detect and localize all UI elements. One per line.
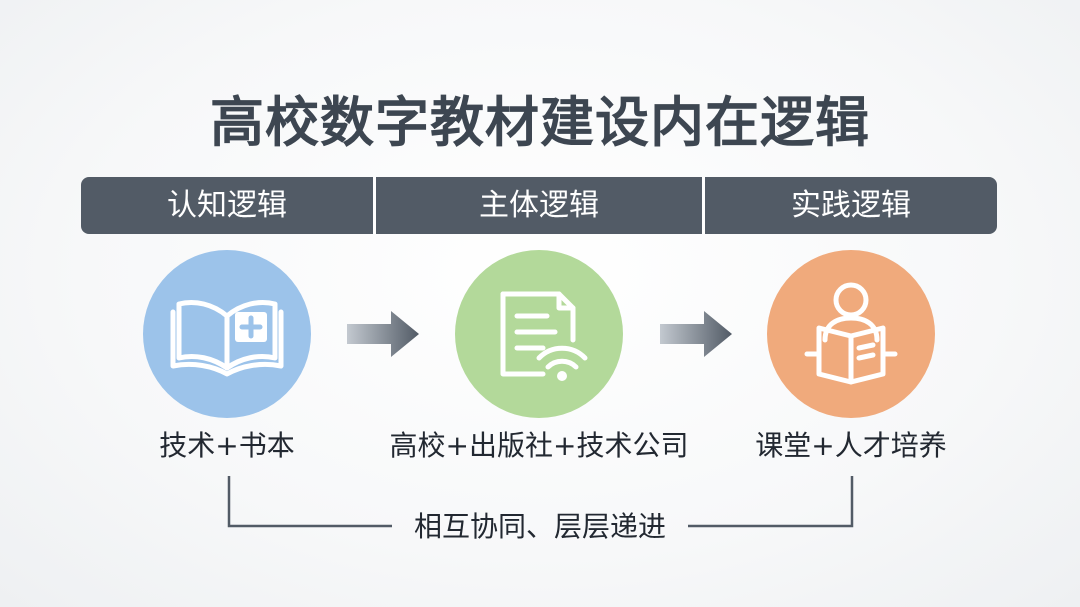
header-section-cognitive-logic: 认知逻辑 (167, 188, 287, 223)
header-section-subject-logic: 主体逻辑 (479, 188, 599, 223)
node-caption-subject: 高校+出版社+技术公司 (389, 429, 689, 462)
person-reading-icon (804, 282, 898, 385)
node-circle-cognitive (143, 250, 311, 418)
arrow-right-icon (347, 311, 419, 357)
arrow-right-icon (660, 311, 732, 357)
header-divider (702, 177, 705, 234)
header-bar: 认知逻辑 主体逻辑 实践逻辑 (81, 177, 997, 234)
open-book-plus-icon (170, 300, 284, 377)
connector-label: 相互协同、层层递进 (413, 510, 666, 543)
node-caption-cognitive: 技术+书本 (159, 429, 295, 462)
document-wifi-icon (500, 291, 588, 381)
page-title: 高校数字教材建设内在逻辑 (210, 91, 870, 154)
node-caption-practice: 课堂+人才培养 (755, 429, 947, 462)
header-section-practice-logic: 实践逻辑 (791, 188, 911, 223)
node-circle-practice (767, 250, 935, 418)
node-circle-subject (455, 250, 623, 418)
header-divider (373, 177, 376, 234)
